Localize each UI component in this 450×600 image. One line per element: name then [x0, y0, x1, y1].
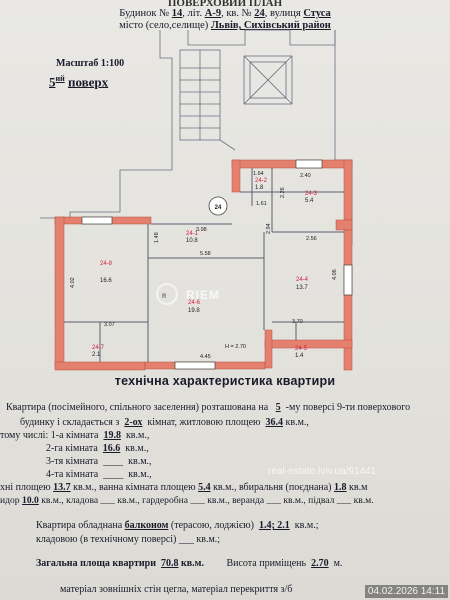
- room-area: 16.6: [100, 278, 112, 284]
- svg-text:R: R: [162, 294, 167, 300]
- section-title: технічна характеристика квартири: [114, 374, 336, 388]
- room-code: 24-4: [296, 277, 309, 283]
- text-line-9: Квартира обладнана балконом (терасою, ло…: [36, 520, 319, 531]
- text-line-3: тому числі: 1-а кімната 19.8 кв.м.,: [0, 430, 150, 441]
- text-line-7: хні площею 13.7 кв.м., ванна кімната пло…: [0, 482, 368, 493]
- svg-text:3.70: 3.70: [292, 319, 303, 325]
- room-area: 1.8: [255, 185, 264, 191]
- svg-text:H = 2.70: H = 2.70: [225, 344, 246, 350]
- room-code: 24-2: [255, 178, 268, 184]
- apartment-marker: 24: [215, 205, 222, 211]
- address-label: Будинок №: [119, 8, 170, 19]
- text-line-1: Квартира (посімейного, спільного заселен…: [6, 402, 411, 413]
- room-code: 24-6: [188, 300, 201, 306]
- address-line: Будинок № 14, літ. А-9, кв. № 24, вулиця…: [119, 8, 331, 19]
- text-line-2: будинку і складається з 2-ох кімнат, жит…: [20, 417, 309, 428]
- partitions: [64, 168, 344, 362]
- house-number: 14: [171, 8, 183, 19]
- text-line-8: идор 10.0 кв.м., кладова ___ кв.м., гард…: [0, 495, 374, 506]
- room-code: 24-3: [305, 191, 318, 197]
- text-line-6: 4-та кімната ____ кв.м.,: [46, 469, 152, 480]
- text-line-4: 2-га кімната 16.6 кв.м.,: [46, 443, 149, 454]
- city-name: Львів, Сихівський район: [210, 20, 331, 31]
- room-code: 24-7: [92, 345, 105, 351]
- apartment-marker-circle: [208, 196, 228, 216]
- floor-plan-drawing: 24 24-1 10.8 24-2 1.8 24-3 5.4 24-4 13.7…: [40, 29, 353, 371]
- svg-text:1.64: 1.64: [253, 171, 264, 177]
- text-line-5: 3-тя кімната ____ кв.м.,: [46, 456, 152, 467]
- room-code: 24-5: [295, 346, 308, 352]
- photo-timestamp: 04.02.2026 14:11: [364, 585, 448, 598]
- svg-text:1.48: 1.48: [154, 232, 160, 243]
- svg-text:2.26: 2.26: [280, 187, 286, 198]
- room-area: 19.8: [188, 308, 200, 314]
- scale-label: Масштаб 1:100: [56, 58, 125, 69]
- svg-text:1.61: 1.61: [256, 201, 267, 207]
- city-line: місто (село,селище) Львів, Сихівський ра…: [119, 20, 331, 31]
- room-area: 5.4: [305, 198, 314, 204]
- svg-text:2.94: 2.94: [266, 223, 272, 234]
- svg-text:4.02: 4.02: [70, 277, 76, 288]
- dimension-labels: 1.64 2.40 1.61 2.26 3.98 1.48 2.56 5.58 …: [70, 171, 338, 360]
- room-area: 13.7: [296, 285, 308, 291]
- apartment-number: 24: [254, 8, 265, 19]
- text-line-11: Загальна площа квартири 70.8 кв.м. Висот…: [36, 558, 343, 569]
- room-code: 24-1: [186, 231, 199, 237]
- room-area: 10.8: [186, 238, 198, 244]
- watermark-url: real-estate.lviv.ua/91441: [268, 466, 377, 477]
- room-code: 24-8: [100, 261, 113, 267]
- svg-text:2.56: 2.56: [306, 236, 317, 242]
- svg-text:3.07: 3.07: [104, 322, 115, 328]
- watermark-brand: RIEM: [186, 288, 220, 302]
- plan-title: ПОВЕРХОВИЙ ПЛАН: [167, 0, 283, 9]
- room-area: 2.1: [92, 352, 101, 358]
- building-outline: [40, 29, 353, 245]
- svg-text:2.40: 2.40: [300, 173, 311, 179]
- text-line-10: кладовою (в технічному поверсі) ___ кв.м…: [36, 534, 221, 545]
- room-labels: 24-1 10.8 24-2 1.8 24-3 5.4 24-4 13.7 24…: [92, 178, 318, 359]
- floor-label: 5ий поверх: [49, 74, 109, 90]
- svg-text:4.06: 4.06: [332, 269, 338, 280]
- watermark-logo: R: [156, 283, 178, 305]
- svg-text:5.58: 5.58: [200, 251, 211, 257]
- street-name: Стуса: [303, 8, 331, 19]
- svg-text:4.45: 4.45: [200, 354, 211, 360]
- letter-code: А-9: [204, 8, 222, 19]
- room-area: 1.4: [295, 353, 304, 359]
- svg-text:3.98: 3.98: [196, 227, 207, 233]
- windows: [81, 159, 353, 370]
- text-line-12: матеріал зовнішніх стін цегла, матеріал …: [60, 584, 293, 595]
